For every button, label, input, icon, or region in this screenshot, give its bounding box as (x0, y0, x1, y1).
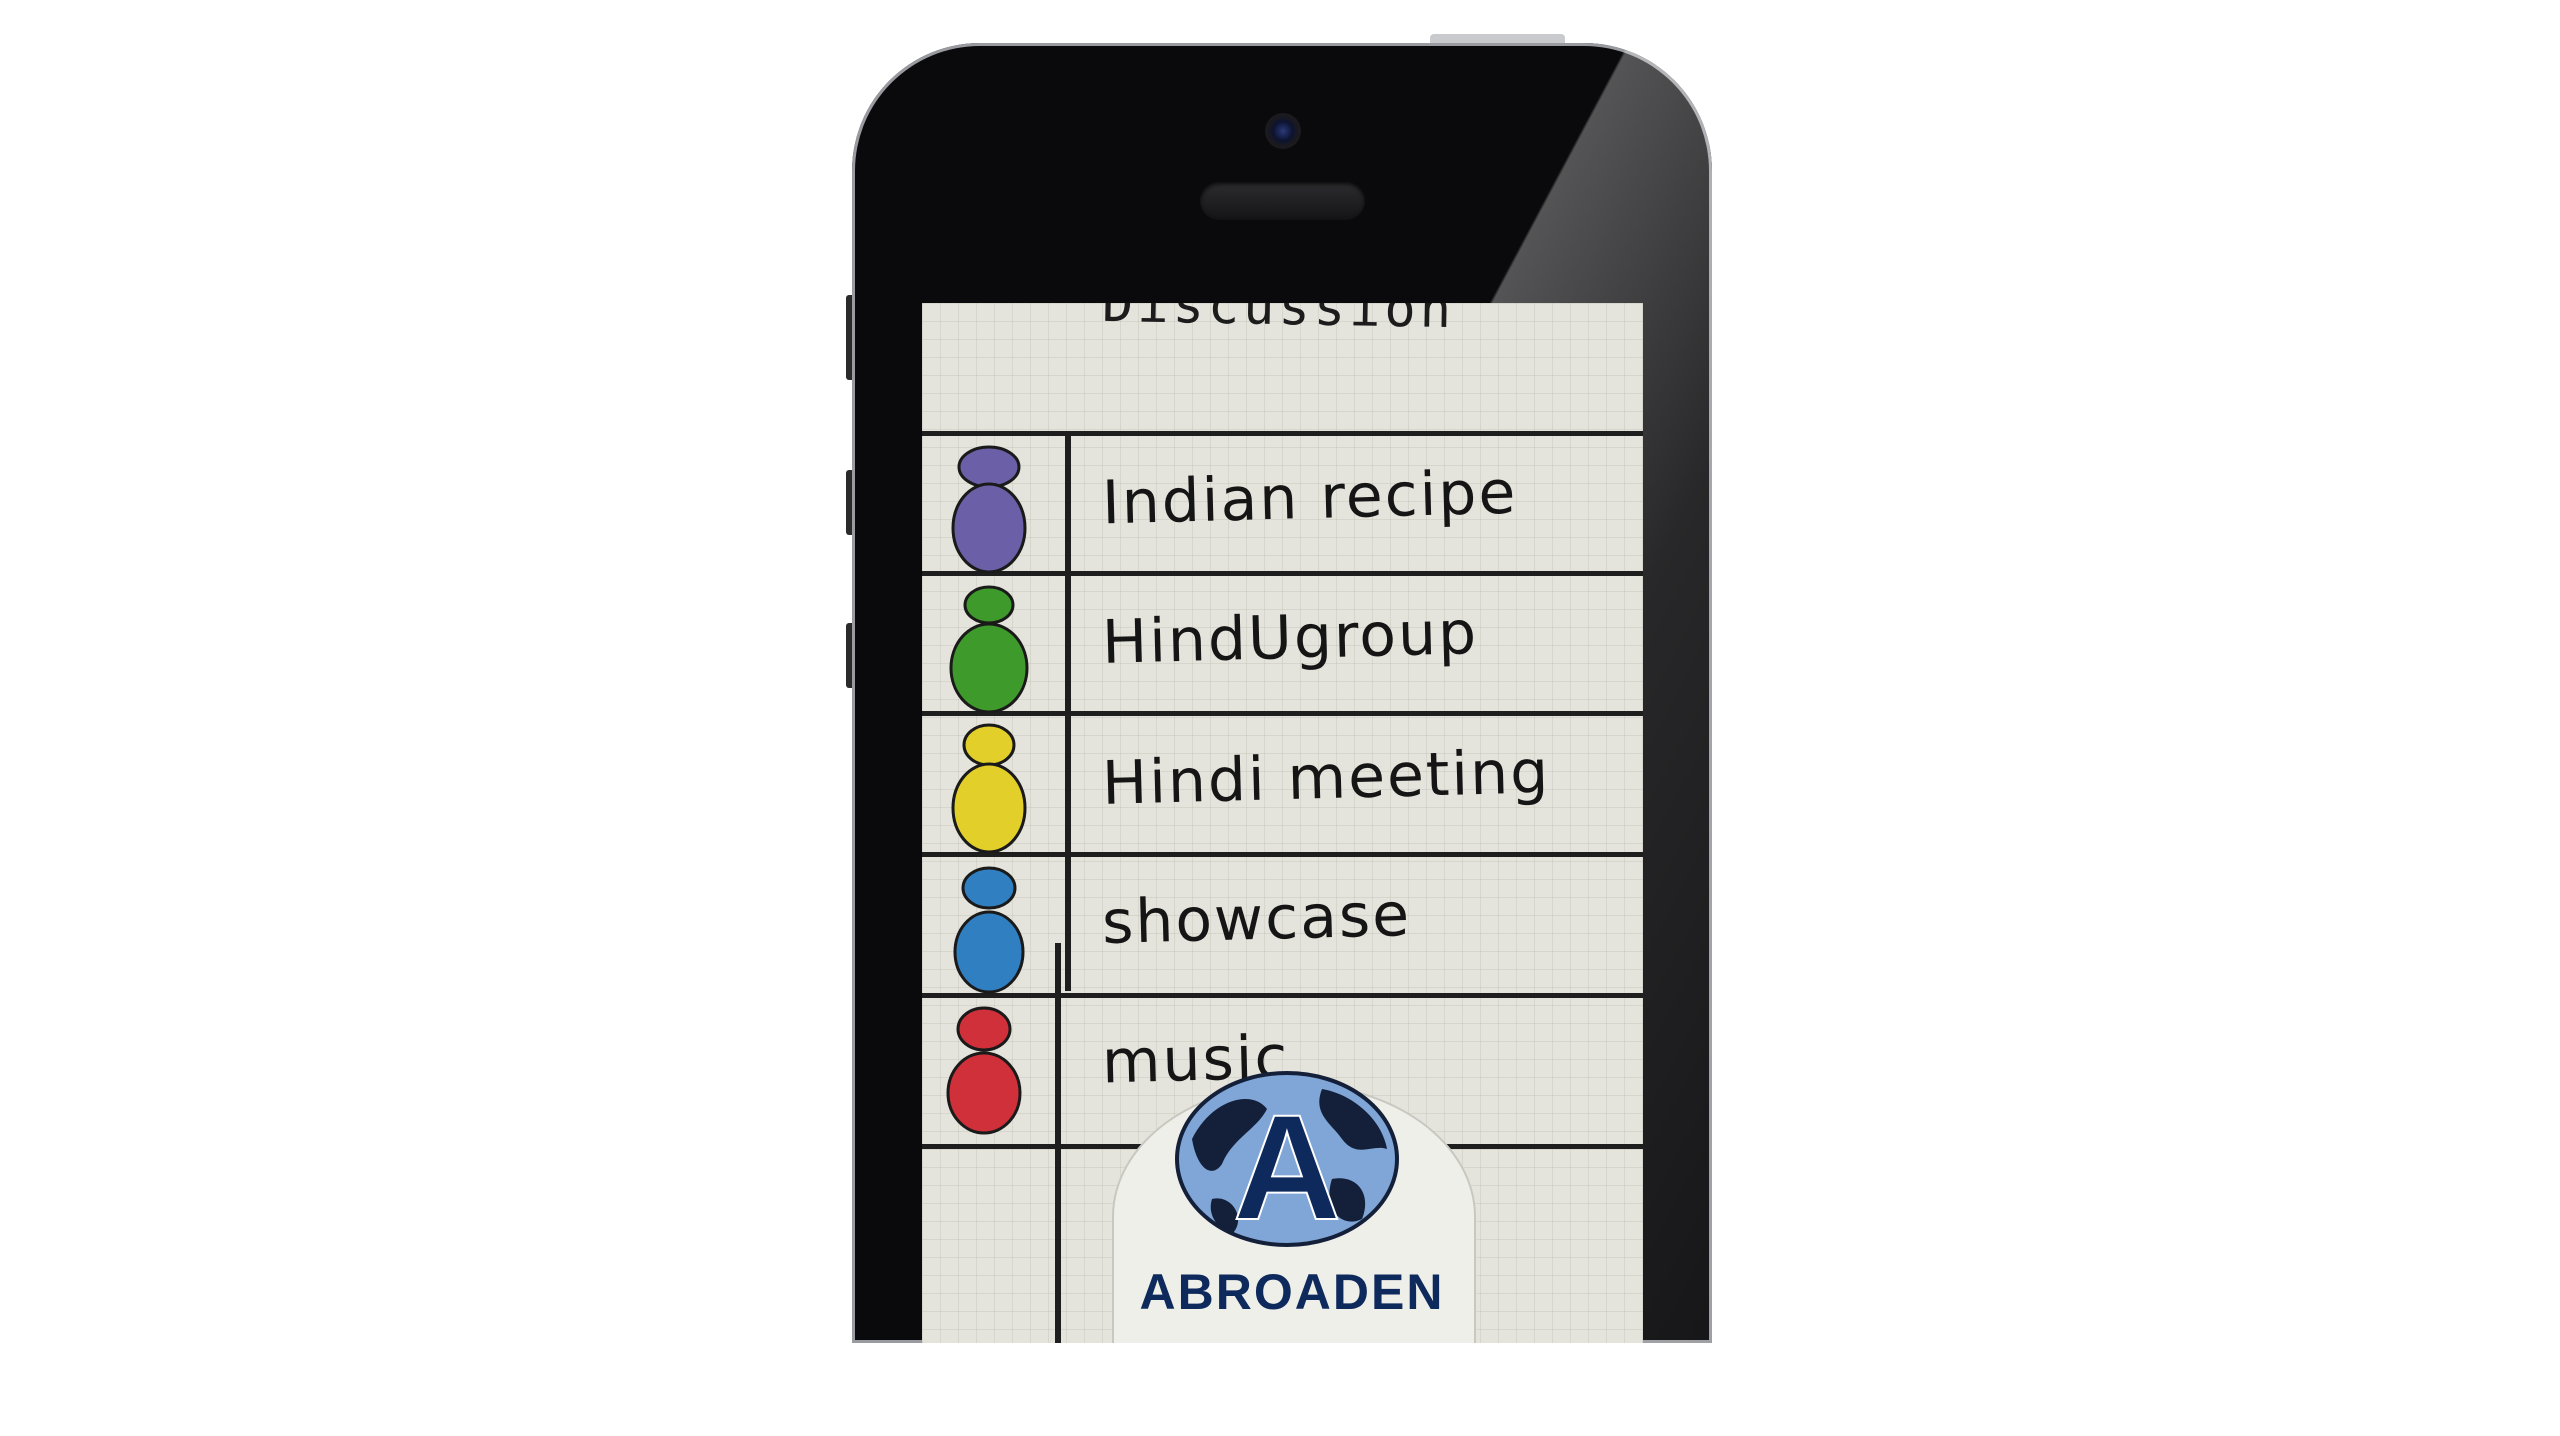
earpiece-speaker (1200, 182, 1365, 220)
avatar-body (949, 622, 1029, 713)
list-item-indian-recipe[interactable]: Indian recipe (922, 435, 1643, 575)
divider (922, 571, 1643, 576)
list-item-label: Indian recipe (1101, 457, 1519, 539)
avatar-body (951, 482, 1027, 573)
logo-wordmark: ABROADEN (1139, 1264, 1445, 1320)
globe-land (1329, 1178, 1366, 1222)
volume-down-button[interactable] (846, 623, 855, 688)
globe-land (1192, 1099, 1267, 1171)
avatar-body (953, 910, 1025, 994)
divider (922, 852, 1643, 857)
volume-up-button[interactable] (846, 470, 855, 535)
divider (922, 993, 1643, 998)
red-person-icon (946, 1006, 1022, 1135)
divider (922, 431, 1643, 436)
mute-switch[interactable] (846, 295, 855, 380)
globe-land (1210, 1198, 1239, 1234)
yellow-person-icon (951, 723, 1027, 853)
globe-land (1319, 1089, 1387, 1150)
front-camera (1268, 116, 1298, 146)
abroaden-logo: A ABROADEN (1092, 1071, 1492, 1343)
list-item-showcase[interactable]: showcase (922, 856, 1643, 996)
list-item-label: Hindi meeting (1101, 737, 1552, 819)
avatar-body (946, 1051, 1022, 1135)
column-divider (1065, 431, 1071, 991)
avatar-head (961, 866, 1017, 910)
avatar-body (951, 762, 1027, 853)
blue-person-icon (953, 866, 1025, 994)
purple-person-icon (951, 445, 1027, 573)
avatar-head (956, 1006, 1012, 1052)
list-item-hindi-meeting[interactable]: Hindi meeting (922, 715, 1643, 855)
list-item-label: HindUgroup (1101, 598, 1479, 678)
globe-icon: A (1175, 1071, 1399, 1249)
list-item-label: showcase (1101, 879, 1412, 959)
avatar-head (963, 585, 1015, 625)
column-divider (1055, 943, 1061, 1343)
avatar-head (962, 723, 1016, 767)
green-person-icon (949, 585, 1029, 713)
phone-screen: Discussion Indian recipe HindUgroup Hind… (922, 303, 1643, 1343)
list-item-hindu-group[interactable]: HindUgroup (922, 575, 1643, 715)
divider (922, 711, 1643, 716)
list-item-music[interactable]: music (922, 997, 1643, 1137)
logo-letter: A (1233, 1083, 1341, 1249)
page-title: Discussion (1101, 303, 1456, 341)
avatar-head (957, 445, 1021, 489)
